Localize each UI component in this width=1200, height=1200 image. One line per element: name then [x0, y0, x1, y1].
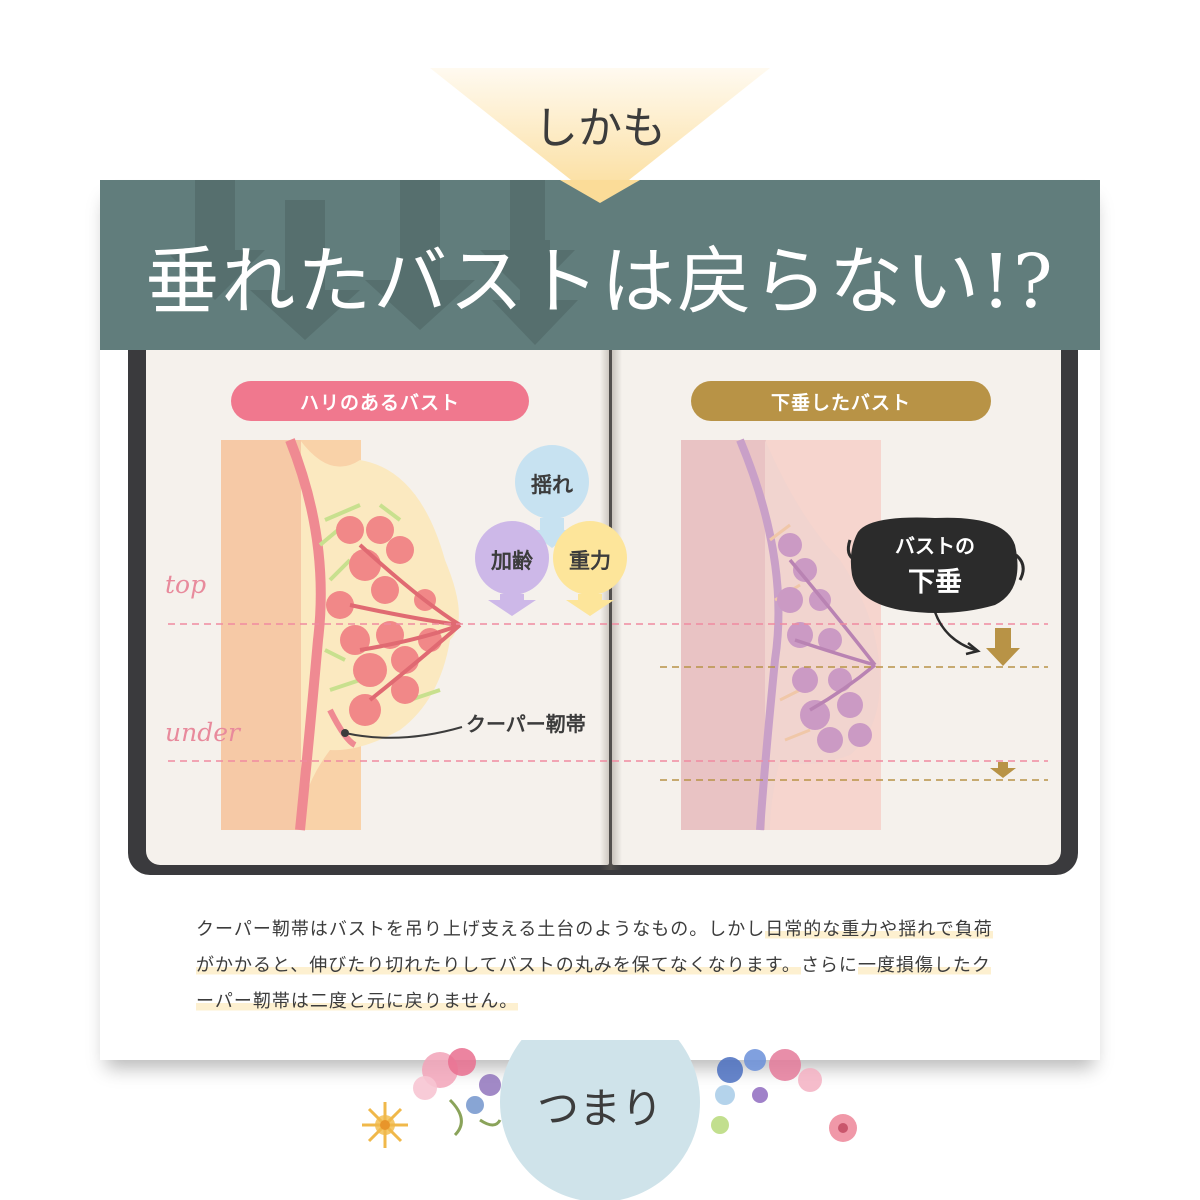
down-arrows-decoration: [165, 180, 578, 345]
small-flower-yellow: [362, 1102, 408, 1148]
top-line-label: top: [165, 570, 207, 599]
sag-badge-line1: バストの: [895, 534, 975, 558]
reference-lines: [168, 623, 1048, 781]
factor-circles: [475, 445, 627, 616]
flower-cluster-right: [711, 1049, 822, 1134]
notebook-gutter: [600, 350, 622, 870]
small-flower-pink: [829, 1114, 857, 1142]
description-segment: さらに: [800, 955, 858, 976]
sag-arrows: [986, 628, 1020, 778]
top-triangle-badge: [430, 68, 770, 203]
bottom-badge-text: つまり: [536, 1084, 663, 1133]
flower-cluster-left: [413, 1048, 502, 1137]
brush-badge: [846, 517, 1025, 656]
headline-banner: 垂れたバストは戻らない!?: [100, 180, 1100, 350]
top-badge-text: しかも: [534, 103, 666, 154]
headline-text: 垂れたバストは戻らない!?: [145, 239, 1055, 325]
description-text: クーパー靭帯はバストを吊り上げ支える土台のようなもの。しかし日常的な重力や揺れで…: [196, 912, 1006, 1020]
under-line-label: under: [165, 718, 240, 747]
bottom-floral-decoration: [362, 1040, 857, 1200]
firm-bust-illustration: [221, 438, 463, 831]
firm-bust-title: ハリのあるバスト: [231, 381, 529, 421]
sag-badge-line2: 下垂: [908, 567, 962, 598]
factor-sway-label: 揺れ: [531, 473, 573, 497]
sagging-bust-illustration: [681, 438, 881, 831]
sagging-bust-title: 下垂したバスト: [691, 381, 991, 421]
factor-gravity-label: 重力: [569, 549, 611, 573]
factor-aging-label: 加齢: [491, 549, 533, 573]
triangle-tip: [560, 180, 640, 203]
cooper-ligament-label: クーパー靭帯: [466, 712, 586, 736]
description-segment: クーパー靭帯はバストを吊り上げ支える土台のようなもの。しかし: [196, 919, 766, 940]
